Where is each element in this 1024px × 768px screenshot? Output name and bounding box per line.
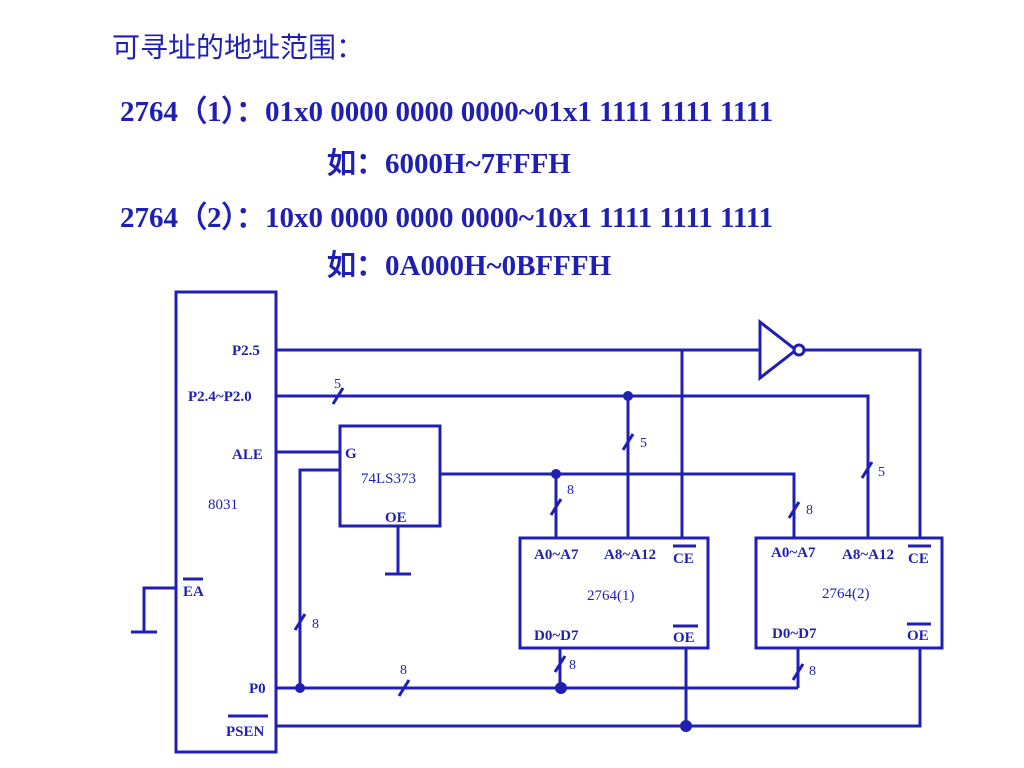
slide-heading: 可寻址的地址范围： (112, 31, 365, 64)
latch-name: 74LS373 (361, 471, 416, 487)
bus-slash (787, 501, 801, 519)
bus-count-label: 5 (640, 436, 647, 451)
latch-oe-ground (385, 526, 411, 576)
wire-psen (276, 648, 922, 728)
bus-count-label: 8 (400, 663, 407, 678)
bus-slash (621, 433, 635, 451)
rom1-box (518, 536, 710, 650)
bus-count-label: 8 (312, 617, 319, 632)
junctions (295, 391, 692, 732)
address-range-rom1: 2764（1）：01x0 0000 0000 0000~01x1 1111 11… (120, 96, 774, 128)
latch-74ls373-box (338, 424, 442, 528)
rom2-ce-label: CE (908, 551, 929, 567)
bus-slash (860, 461, 874, 479)
rom2-d0-d7-label: D0~D7 (772, 626, 817, 642)
latch-oe-label: OE (385, 510, 407, 526)
bus-slash (397, 679, 411, 697)
bus-slash (791, 663, 805, 681)
bus-slash (549, 498, 563, 516)
address-range-rom2: 2764（2）：10x0 0000 0000 0000~10x1 1111 11… (120, 202, 774, 234)
junction-dot (551, 469, 561, 479)
inverter-bubble (792, 343, 806, 357)
rom2-name: 2764(2) (822, 586, 870, 602)
rom1-name: 2764(1) (587, 588, 635, 604)
junction-dot (295, 683, 305, 693)
bus-count-label: 8 (809, 664, 816, 679)
junction-dot (623, 391, 633, 401)
rom2-a8-a12-label: A8~A12 (842, 547, 894, 563)
wire-latch-out (440, 472, 796, 538)
bus-slash (553, 655, 567, 673)
rom1-ce-label: CE (673, 551, 694, 567)
pin-p25-label: P2.5 (232, 343, 260, 359)
rom1-oe-label: OE (673, 630, 695, 646)
pin-ale-label: ALE (232, 447, 263, 463)
wire-inverter-rom2-ce (804, 348, 922, 538)
rom1-a0-a7-label: A0~A7 (534, 547, 579, 563)
address-example-rom1: 如：6000H~7FFFH (327, 148, 571, 180)
bus-count-label: 8 (806, 503, 813, 518)
junction-dot (555, 682, 567, 694)
pin-p24-p20-label: P2.4~P2.0 (188, 389, 252, 405)
pin-psen-label: PSEN (226, 724, 265, 740)
bus-count-label: 8 (567, 483, 574, 498)
cpu-8031-box (174, 290, 278, 754)
junction-dot (680, 720, 692, 732)
rom2-a0-a7-label: A0~A7 (771, 545, 816, 561)
bus-count-label: 5 (334, 377, 341, 392)
pin-p0-label: P0 (249, 681, 266, 697)
latch-g-label: G (345, 446, 357, 462)
bus-slash (293, 613, 307, 631)
ea-tie (131, 586, 176, 634)
bus-slash (331, 387, 345, 405)
bus-count-label: 8 (569, 658, 576, 673)
bus-count-label: 5 (878, 465, 885, 480)
wire-p0-latch-in (298, 468, 340, 688)
rom2-oe-label: OE (907, 628, 929, 644)
wire-p24-p20 (276, 394, 870, 538)
inverter-gate (758, 318, 799, 382)
wires (131, 290, 944, 754)
cpu-name: 8031 (208, 497, 238, 513)
address-example-rom2: 如：0A000H~0BFFFH (327, 250, 612, 282)
rom1-a8-a12-label: A8~A12 (604, 547, 656, 563)
rom1-d0-d7-label: D0~D7 (534, 628, 579, 644)
rom2-box (754, 536, 944, 650)
pin-ea-label: EA (183, 584, 204, 600)
